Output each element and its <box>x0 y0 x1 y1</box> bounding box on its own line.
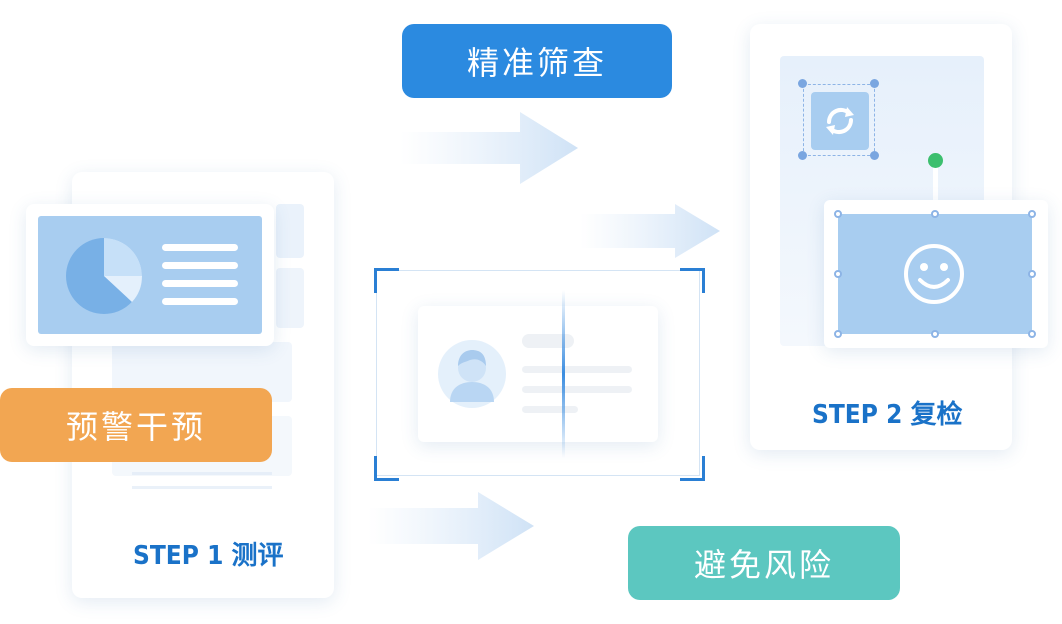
id-line <box>522 406 578 413</box>
scan-line <box>562 290 565 458</box>
scan-corner <box>374 456 399 481</box>
resize-handle <box>834 270 842 278</box>
user-avatar-icon <box>438 340 506 408</box>
rotation-knob <box>928 153 943 168</box>
step1-row <box>132 472 272 475</box>
report-card <box>26 204 274 346</box>
pie-chart-icon <box>66 238 238 314</box>
selection-handle <box>870 151 879 160</box>
resize-handle <box>931 330 939 338</box>
resize-handle <box>1028 330 1036 338</box>
id-line <box>522 386 632 393</box>
arrow-right-icon <box>368 492 534 560</box>
step1-label: STEP 1 测评 <box>133 541 284 571</box>
arrow-right-icon <box>580 204 720 258</box>
resize-handle <box>834 330 842 338</box>
rotation-stem <box>933 166 938 202</box>
selection-handle <box>798 151 807 160</box>
scan-corner <box>680 268 705 293</box>
scan-corner <box>680 456 705 481</box>
resize-handle <box>1028 210 1036 218</box>
selection-handle <box>870 79 879 88</box>
step2-label: STEP 2 复检 <box>812 400 963 430</box>
refresh-icon <box>826 107 854 135</box>
face-card <box>824 200 1048 348</box>
scan-corner <box>374 268 399 293</box>
face-panel <box>838 214 1032 334</box>
selection-handle <box>798 79 807 88</box>
smiley-icon <box>904 244 964 304</box>
resize-handle <box>931 210 939 218</box>
id-card <box>418 306 658 442</box>
resize-handle <box>834 210 842 218</box>
step1-row <box>132 486 272 489</box>
id-line <box>522 366 632 373</box>
early-warning-pill: 预警干预 <box>0 388 272 462</box>
rotate-selection <box>803 84 875 156</box>
id-line <box>522 334 574 348</box>
step1-row <box>276 268 304 328</box>
avoid-risk-pill: 避免风险 <box>628 526 900 600</box>
precise-screening-pill: 精准筛查 <box>402 24 672 98</box>
rotate-button <box>811 92 869 150</box>
scan-frame <box>376 270 700 476</box>
resize-handle <box>1028 270 1036 278</box>
arrow-right-icon <box>400 112 578 184</box>
step1-row <box>276 204 304 258</box>
